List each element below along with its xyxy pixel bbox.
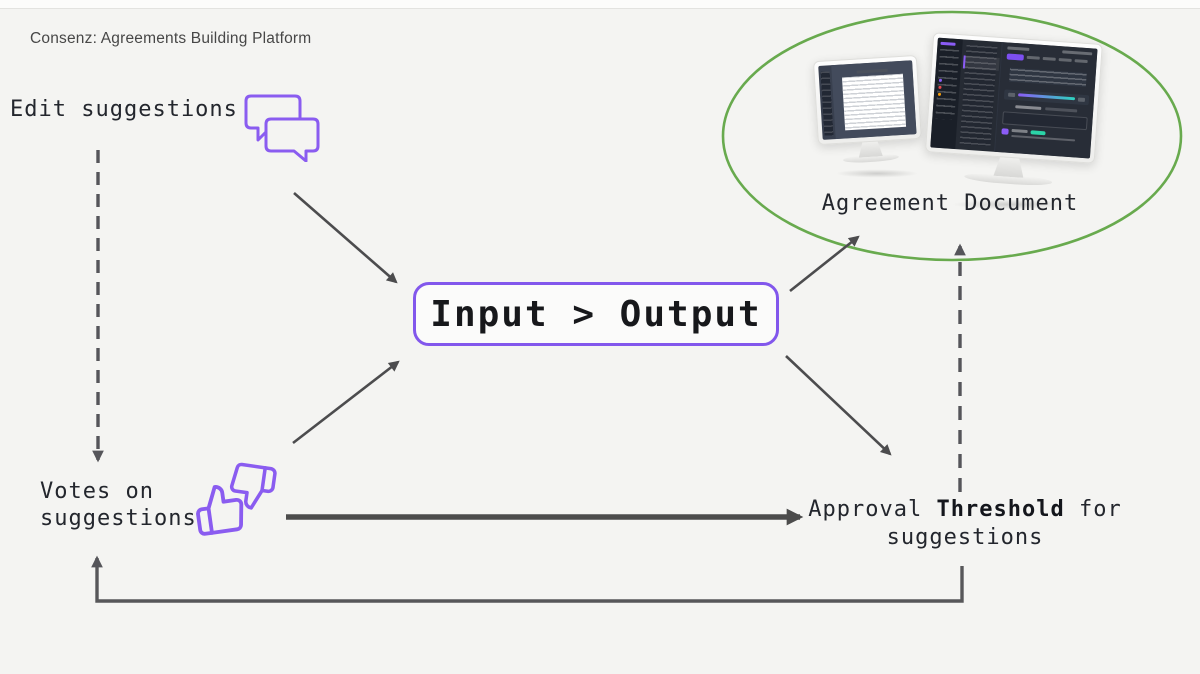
comment-row bbox=[1001, 127, 1086, 142]
app-logo bbox=[940, 41, 956, 46]
document-body bbox=[831, 60, 917, 140]
monitor-stand-neck bbox=[993, 157, 1024, 178]
input-to-approval-arrow bbox=[785, 355, 892, 456]
comment-author bbox=[1011, 129, 1028, 133]
thumbs-up-down-icon bbox=[193, 462, 281, 546]
top-divider bbox=[0, 0, 1200, 9]
edit-to-input-arrow bbox=[293, 192, 398, 284]
input-to-agreement-arrow bbox=[789, 235, 860, 293]
node-agreement-document: Agreement Document bbox=[795, 190, 1105, 217]
approval-label-line1: Approval Threshold for bbox=[808, 497, 1122, 522]
votes-label-line2: suggestions bbox=[40, 506, 197, 531]
avatar bbox=[1001, 127, 1009, 135]
nav-items bbox=[935, 48, 960, 120]
thumbs-up-icon bbox=[196, 485, 244, 536]
monitor-frame bbox=[812, 54, 922, 146]
app-list-sidebar bbox=[955, 39, 1003, 152]
node-approval-threshold: Approval Threshold for suggestions bbox=[790, 496, 1140, 552]
nav-dot-red bbox=[938, 85, 942, 89]
imac-app-monitor bbox=[923, 32, 1103, 190]
app-tabs bbox=[1006, 52, 1092, 65]
consensus-progress-row bbox=[1003, 88, 1090, 106]
votes-to-input-arrow bbox=[292, 360, 400, 445]
progress-bar bbox=[1018, 93, 1076, 101]
selected-list-item bbox=[962, 55, 1000, 71]
monitor-shadow bbox=[822, 168, 932, 179]
nav-dot-orange bbox=[937, 92, 941, 96]
node-input-output: Input > Output bbox=[413, 282, 779, 346]
thumbs-down-icon bbox=[229, 462, 277, 510]
document-app-screen bbox=[818, 60, 917, 140]
monitor-stand-neck bbox=[858, 141, 883, 157]
document-page bbox=[836, 64, 912, 135]
node-edit-suggestions: Edit suggestions bbox=[10, 96, 238, 123]
imac-document-monitor bbox=[812, 54, 923, 165]
approval-label-line2: suggestions bbox=[886, 525, 1044, 550]
edit-suggestions-label: Edit suggestions bbox=[10, 97, 238, 122]
node-votes-on-suggestions: Votes on suggestions bbox=[40, 478, 197, 532]
nav-dot-purple bbox=[938, 78, 942, 82]
comment-badge bbox=[1029, 129, 1046, 135]
comment-input bbox=[1002, 110, 1088, 130]
suggestion-card bbox=[1004, 62, 1092, 91]
consenz-app-screen bbox=[930, 37, 1098, 159]
approval-threshold-bold: Threshold bbox=[936, 497, 1065, 522]
page-title: Consenz: Agreements Building Platform bbox=[30, 30, 312, 47]
monitor-frame bbox=[924, 32, 1103, 164]
votes-label-line1: Votes on bbox=[40, 479, 154, 504]
input-output-label: Input > Output bbox=[430, 293, 762, 335]
progress-right-icon bbox=[1077, 97, 1086, 102]
agreement-document-label: Agreement Document bbox=[821, 191, 1079, 216]
app-main-panel bbox=[995, 42, 1098, 159]
speech-bubbles-icon bbox=[244, 94, 320, 162]
progress-left-icon bbox=[1007, 92, 1016, 98]
agreement-ellipse bbox=[721, 10, 1183, 262]
approval-to-votes-feedback-line bbox=[91, 555, 964, 603]
active-tab bbox=[1006, 52, 1024, 61]
monitor-shadow bbox=[932, 198, 1092, 211]
